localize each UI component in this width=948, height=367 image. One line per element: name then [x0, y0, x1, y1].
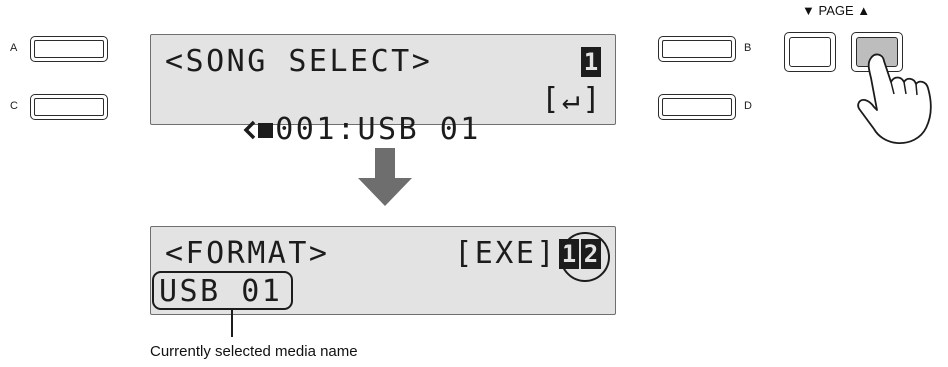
media-name-highlight [152, 271, 293, 310]
page-down-button[interactable] [784, 32, 836, 72]
triangle-up-icon: ▲ [857, 3, 871, 18]
lcd-song-select-page: 1 [581, 47, 601, 77]
button-b-label: B [744, 42, 752, 54]
button-b[interactable] [658, 36, 736, 62]
cursor-block-icon [258, 123, 274, 138]
button-c[interactable] [30, 94, 108, 120]
lcd-format-media-name: USB 01 [159, 274, 283, 309]
lcd-format-line1: <FORMAT> [165, 236, 330, 271]
lcd-song-select-line1: <SONG SELECT> [165, 44, 433, 79]
button-d[interactable] [658, 94, 736, 120]
page-label: PAGE [818, 3, 854, 18]
button-d-label: D [744, 100, 752, 112]
pointing-hand-icon [857, 53, 932, 144]
left-arrow-icon [243, 120, 256, 140]
caption-text: Currently selected media name [150, 343, 358, 360]
page-number-highlight [560, 232, 610, 282]
lcd-song-select-line2: 001:USB 01 [161, 85, 481, 175]
lcd-format-exe: [EXE] [454, 236, 557, 271]
lcd-song-select-enter: [↵] [541, 82, 603, 117]
button-c-label: C [10, 100, 18, 112]
button-a[interactable] [30, 36, 108, 62]
lcd-format: <FORMAT> [EXE] 1 2 USB 01 [150, 226, 616, 315]
button-a-label: A [10, 42, 18, 54]
callout-leader-line [231, 310, 233, 337]
page-label-group: ▼ PAGE ▲ [802, 3, 870, 18]
lcd-song-select: <SONG SELECT> 1 001:USB 01 [↵] [150, 34, 616, 145]
triangle-down-icon: ▼ [802, 3, 815, 18]
song-select-value: 001:USB 01 [275, 112, 481, 147]
down-arrow-icon [358, 148, 412, 206]
